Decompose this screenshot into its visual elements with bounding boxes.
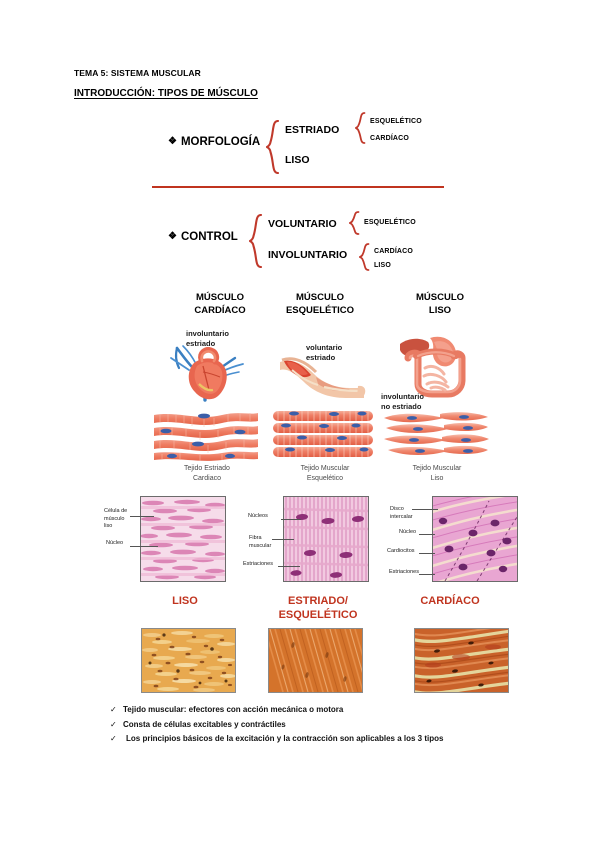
page-subtitle: INTRODUCCIÓN: TIPOS DE MÚSCULO [74, 88, 258, 99]
control-label: ❖CONTROL [168, 231, 238, 243]
micrograph-heading-cardiac: CARDÍACO [420, 595, 480, 607]
diamond-bullet-icon: ❖ [168, 136, 177, 147]
list-item-text: Tejido muscular: efectores con acción me… [123, 705, 344, 714]
brace-involuntario-sub-icon [359, 243, 370, 271]
leader-line [419, 574, 435, 575]
digestive-organs-icon [398, 330, 478, 402]
check-icon: ✓ [110, 719, 117, 729]
micrograph-heading-smooth: LISO [172, 595, 198, 607]
diamond-bullet-icon: ❖ [168, 231, 177, 242]
page-title: TEMA 5: SISTEMA MUSCULAR [74, 68, 201, 78]
histology-image-cardiac [432, 496, 518, 582]
column-heading-cardiac: MÚSCULO CARDÍACO [194, 292, 246, 316]
leader-line [272, 539, 294, 540]
morphology-sub-cardiaco: CARDÍACO [370, 135, 409, 142]
note-cardiac: involuntario estriado [186, 329, 229, 348]
histology-label-skeletal-nuclei: Núcleos [248, 513, 268, 519]
leader-line [281, 519, 301, 520]
list-item: ✓ Consta de células excitables y contrác… [110, 718, 540, 733]
brace-voluntario-sub-icon [349, 211, 360, 235]
histology-label-smooth-nucleus: Núcleo [106, 540, 124, 546]
histology-image-skeletal [283, 496, 369, 582]
leader-line [419, 553, 435, 554]
leader-line [412, 509, 438, 510]
note-smooth: involuntario no estriado [381, 392, 424, 411]
histology-label-skeletal-striations: Estriaciones [243, 561, 273, 567]
list-item: ✓ Tejido muscular: efectores con acción … [110, 703, 540, 718]
list-item-text: Los principios básicos de la excitación … [126, 734, 444, 743]
micrograph-photo-smooth [141, 628, 236, 693]
tissue-caption-skeletal: Tejido Muscular Esquelético [300, 465, 350, 482]
control-sub-liso: LISO [374, 262, 391, 269]
check-icon: ✓ [110, 734, 117, 743]
note-skeletal: voluntario estriado [306, 343, 343, 362]
brace-estriado-sub-icon [355, 112, 366, 144]
histology-label-cardiac-striations: Estriaciones [389, 569, 419, 575]
arm-muscle-icon [280, 350, 366, 402]
histology-label-cardiac-cardiocytes: Cardiocitos [387, 548, 415, 554]
tissue-caption-smooth: Tejido Muscular Liso [412, 465, 462, 482]
tissue-diagram-smooth [382, 410, 490, 462]
summary-list: ✓ Tejido muscular: efectores con acción … [110, 703, 540, 747]
brace-control-main-icon [249, 214, 263, 268]
list-item: ✓ Los principios básicos de la excitació… [110, 732, 540, 747]
histology-label-cardiac-nucleus: Núcleo [399, 529, 417, 535]
column-heading-smooth: MÚSCULO LISO [415, 292, 465, 316]
control-branch-involuntario: INVOLUNTARIO [268, 249, 348, 261]
tissue-caption-cardiac: Tejido Estriado Cardiaco [184, 465, 230, 482]
list-item-text: Consta de células excitables y contrácti… [123, 719, 286, 729]
column-heading-skeletal: MÚSCULO ESQUELÉTICO [285, 292, 355, 316]
leader-line [130, 546, 158, 547]
micrograph-photo-cardiac [414, 628, 509, 693]
micrograph-heading-skeletal: ESTRIADO/ ESQUELÉTICO [278, 595, 358, 621]
micrograph-photo-skeletal [268, 628, 363, 693]
morphology-branch-liso: LISO [285, 154, 310, 166]
check-icon: ✓ [110, 705, 117, 714]
heart-icon [163, 342, 253, 404]
leader-line [419, 534, 435, 535]
control-branch-voluntario: VOLUNTARIO [268, 218, 337, 230]
morphology-branch-estriado: ESTRIADO [285, 124, 340, 136]
leader-line [278, 566, 300, 567]
morphology-sub-esqueletico: ESQUELÉTICO [370, 118, 422, 125]
histology-image-smooth [140, 496, 226, 582]
control-sub-cardiaco: CARDÍACO [374, 248, 413, 255]
tissue-diagram-cardiac [152, 407, 260, 461]
histology-label-smooth-cell: Célula de músculo liso [104, 508, 128, 529]
tissue-diagram-skeletal [272, 409, 374, 461]
control-sub-esqueletico: ESQUELÉTICO [364, 219, 416, 226]
morphology-label: ❖MORFOLOGÍA [168, 136, 261, 148]
section-divider [152, 186, 444, 188]
leader-line [130, 516, 154, 517]
histology-label-cardiac-disc: Disco intercalar [390, 506, 413, 520]
brace-morphology-main-icon [266, 120, 280, 174]
histology-label-skeletal-fiber: Fibra muscular [249, 535, 272, 549]
